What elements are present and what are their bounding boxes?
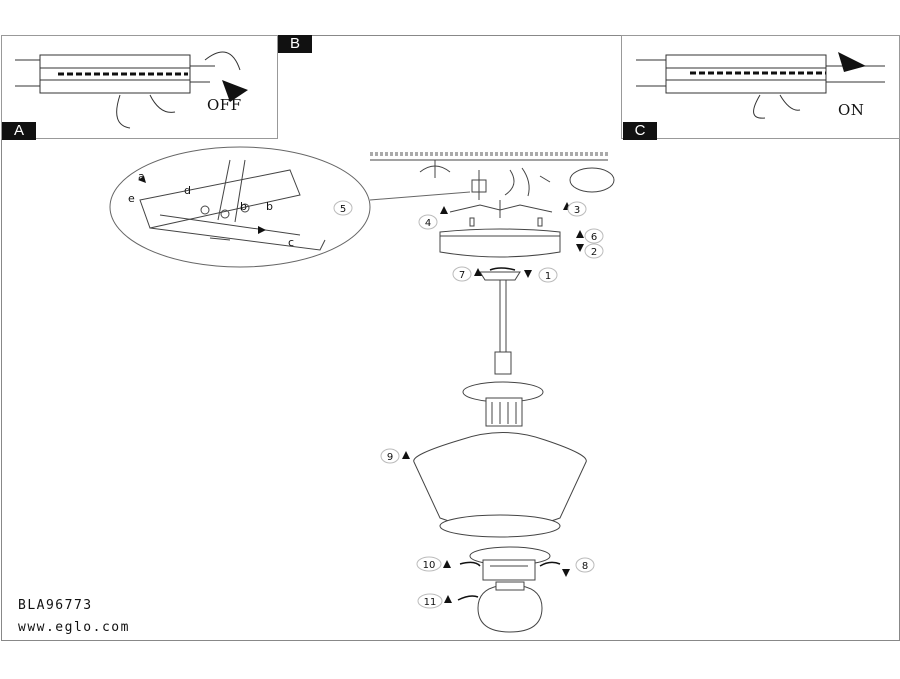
ceiling-hardware [419,160,615,200]
detail-leader [369,191,471,201]
lampholder-ribs [491,402,517,424]
terminal-block-on [636,54,885,119]
callout-bubbles [333,200,604,609]
lower-holder [482,559,536,581]
callout-7: 7 [459,270,465,281]
callout-10: 10 [423,560,436,571]
switch-on-label: ON [838,101,865,119]
detail-circle [109,146,371,268]
lampholder-top [485,397,523,427]
callout-5: 5 [340,204,346,215]
detail-letter-e: e [128,192,135,205]
website-link[interactable]: www.eglo.com [18,620,130,635]
assembly-arrows [138,176,584,603]
switch-off-label: OFF [207,96,242,114]
detail-letter-b: b [240,200,247,213]
callout-9: 9 [387,452,393,463]
callout-11: 11 [424,597,437,608]
panel-b-label: B [278,35,312,53]
canopy [439,228,561,258]
callout-8: 8 [582,561,588,572]
detail-letters: a b c d e b [128,170,294,249]
bulb-base [495,581,525,591]
panel-a-label: A [2,122,36,140]
callout-numbers: 1 2 3 4 5 6 7 8 9 10 11 [340,204,597,608]
callout-6: 6 [591,232,597,243]
arrow-on-icon [838,52,866,72]
detail-terminal [139,159,326,251]
bulb [477,585,543,633]
detail-letter-d: d [184,184,191,197]
detail-letter-c: c [288,236,294,249]
rotation-arrows [457,267,561,601]
detail-letter-b2: b [266,200,273,213]
panel-b-frame [1,35,278,139]
terminal-block-off [15,51,241,129]
callout-2: 2 [591,247,597,258]
page-frame [1,35,900,641]
detail-letter-a: a [138,170,145,183]
model-number: BLA96773 [18,598,93,613]
callout-3: 3 [574,205,580,216]
panel-c-label: C [623,122,657,140]
shade-rim [439,514,561,538]
rod-end [494,351,512,375]
arrow-off-icon [222,80,248,102]
callout-4: 4 [425,218,431,229]
cord-grip [479,271,521,281]
callout-1: 1 [545,271,551,282]
glass-shade [413,432,587,530]
mounting-bracket [449,200,553,227]
